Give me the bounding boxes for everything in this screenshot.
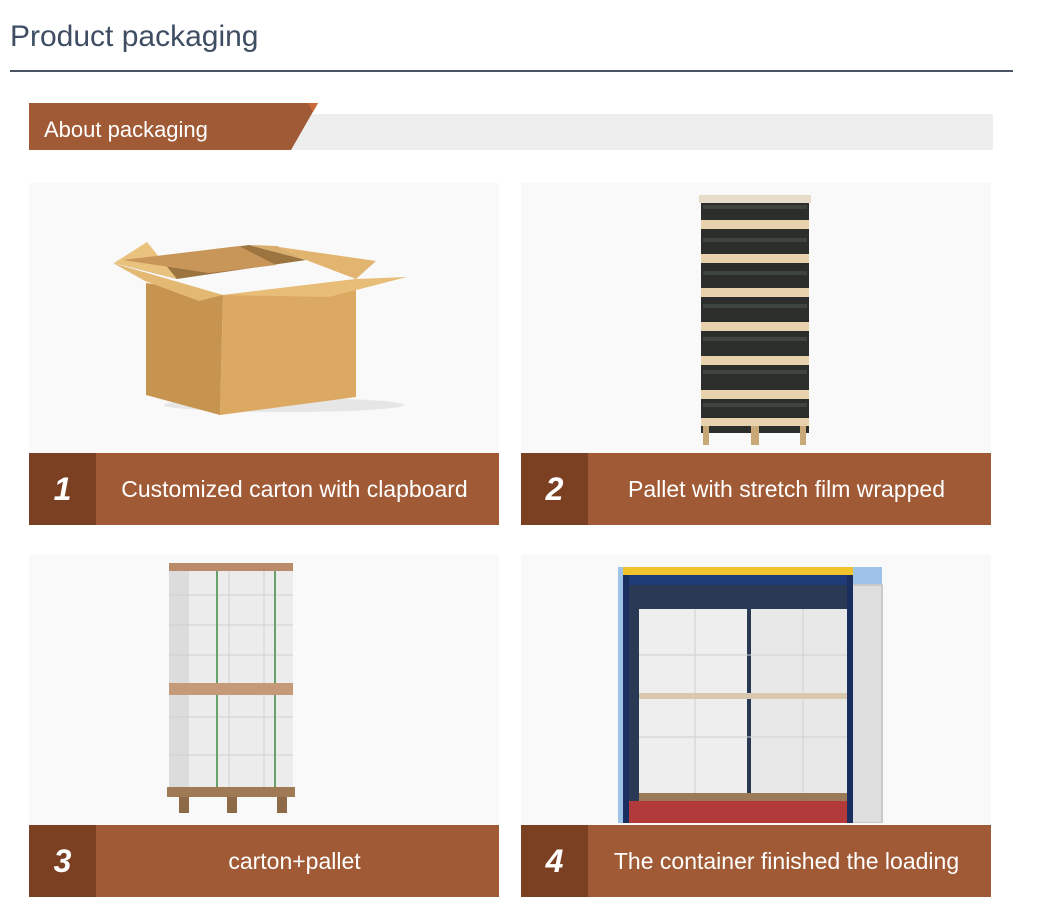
step-number-3: 3 xyxy=(29,825,96,897)
step-number-4: 4 xyxy=(521,825,588,897)
caption-text-1: Customized carton with clapboard xyxy=(121,475,468,502)
title-divider xyxy=(10,70,1013,72)
cardboard-box-image xyxy=(113,242,407,415)
stretch-film-pallet-image xyxy=(699,195,811,445)
caption-bar-1: 1 Customized carton with clapboard xyxy=(29,453,499,525)
caption-text-4: The container finished the loading xyxy=(613,847,960,874)
caption-bar-3: 3 carton+pallet xyxy=(29,825,499,897)
caption-text-3: carton+pallet xyxy=(228,847,361,874)
step-number-1: 1 xyxy=(29,453,96,525)
section-tab-shape xyxy=(29,103,318,150)
packaging-card-3: 3 carton+pallet xyxy=(29,555,499,897)
page-title: Product packaging xyxy=(10,20,259,53)
carton-pallet-image xyxy=(167,563,295,813)
packaging-card-2: 2 Pallet with stretch film wrapped xyxy=(521,183,991,525)
packaging-card-4: 4 The container finished the loading xyxy=(521,555,991,897)
section-label: About packaging xyxy=(44,117,208,142)
packaging-card-1: 1 Customized carton with clapboard xyxy=(29,183,499,525)
container-loading-image xyxy=(618,567,883,823)
step-number-2: 2 xyxy=(521,453,588,525)
caption-bar-4: 4 The container finished the loading xyxy=(521,825,991,897)
caption-text-2: Pallet with stretch film wrapped xyxy=(627,475,945,502)
section-tab: About packaging xyxy=(29,103,318,150)
caption-bar-2: 2 Pallet with stretch film wrapped xyxy=(521,453,991,525)
